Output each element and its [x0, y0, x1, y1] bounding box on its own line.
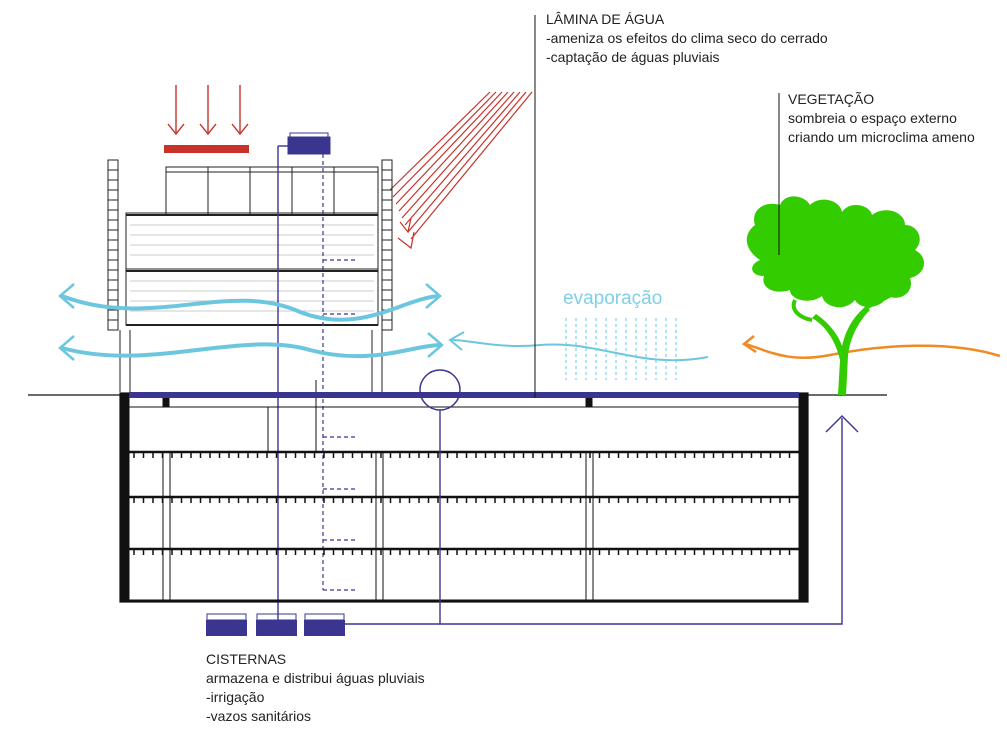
- label-evaporacao: evaporação: [563, 288, 663, 309]
- tree-icon: [746, 196, 925, 395]
- underground-structure: [119, 380, 809, 603]
- cisternas-line3: -vazos sanitários: [206, 708, 312, 724]
- column-ladder-right: [382, 169, 392, 321]
- vegetacao-line1: sombreia o espaço externo: [788, 110, 957, 126]
- cisternas-title: CISTERNAS: [206, 651, 287, 667]
- vegetacao-line2: criando um microclima ameno: [788, 129, 975, 145]
- breeze-arrow: [451, 339, 709, 362]
- lamina-line1: -ameniza os efeitos do clima seco do cer…: [546, 30, 828, 46]
- irrigation-pipe: [439, 410, 843, 625]
- cistern-tanks: [206, 613, 345, 636]
- label-cisternas: CISTERNAS armazena e distribui águas plu…: [206, 650, 425, 726]
- water-pipe-distribution: [322, 154, 355, 591]
- warm-air-arrow: [745, 342, 1001, 359]
- label-vegetacao: VEGETAÇÃO sombreia o espaço externo cria…: [788, 90, 975, 147]
- wind-arrowheads: [58, 283, 444, 361]
- label-lamina-de-agua: LÂMINA DE ÁGUA -ameniza os efeitos do cl…: [546, 10, 828, 67]
- building-upper-grid: [130, 224, 374, 312]
- lamina-title: LÂMINA DE ÁGUA: [546, 11, 665, 27]
- rooftop-water-tank: [287, 136, 331, 155]
- roof-shading-slab: [164, 145, 249, 153]
- lamina-line2: -captação de águas pluviais: [546, 49, 720, 65]
- solar-radiation-diagonal: [389, 91, 533, 250]
- vegetacao-title: VEGETAÇÃO: [788, 91, 875, 107]
- water-blade: [129, 392, 799, 398]
- cisternas-line1: armazena e distribui águas pluviais: [206, 670, 425, 686]
- cisternas-line2: -irrigação: [206, 689, 265, 705]
- evaporation-lines: [565, 318, 677, 380]
- building-upper: [107, 159, 393, 392]
- detail-callout-circle: [419, 369, 461, 411]
- solar-radiation-top: [167, 85, 249, 136]
- column-ladder-left: [108, 169, 118, 321]
- slab-ribs: [133, 452, 791, 555]
- wind-flow: [60, 294, 442, 359]
